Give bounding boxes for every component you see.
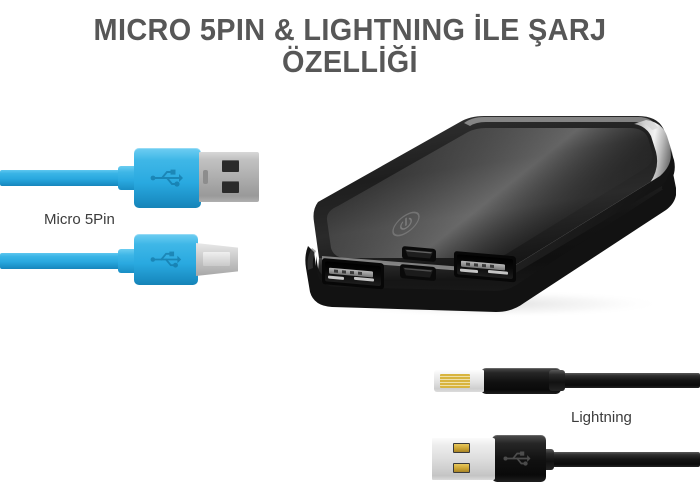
usb-a-contact-top xyxy=(222,160,239,172)
device-front-panel xyxy=(305,168,676,312)
device-chrome-edge xyxy=(634,120,673,183)
lightning-housing xyxy=(481,368,561,394)
usb-a-gold-contact-top xyxy=(453,443,470,453)
usb-trident-icon xyxy=(150,169,183,187)
black-cable-upper xyxy=(553,373,700,388)
lightning-gold-pins xyxy=(440,374,470,388)
device-gloss xyxy=(326,128,653,258)
lightning-label: Lightning xyxy=(571,409,632,426)
usb-a-plug-notch xyxy=(203,170,208,184)
power-button xyxy=(392,211,420,237)
title-line-2: ÖZELLİĞİ xyxy=(282,44,418,80)
device-bezel-highlight xyxy=(322,256,490,273)
usb-port-right xyxy=(454,251,516,283)
black-cable-lower xyxy=(545,452,700,467)
device-right-face xyxy=(498,148,675,288)
title-line-1: MICRO 5PIN & LIGHTNING İLE ŞARJ xyxy=(93,12,607,47)
device-top-rim-highlight xyxy=(464,117,658,130)
micro-5pin-label: Micro 5Pin xyxy=(44,211,115,228)
usb-a-contact-bottom xyxy=(222,181,239,193)
micro-usb-tip-inner xyxy=(203,252,230,266)
device-left-corner-highlight xyxy=(307,248,316,270)
micro-usb-port-bottom xyxy=(400,264,436,281)
blue-cable-lower xyxy=(0,253,132,269)
page-title: MICRO 5PIN & LIGHTNING İLE ŞARJ ÖZELLİĞİ xyxy=(0,12,700,80)
usb-a-gold-contact-bottom xyxy=(453,463,470,473)
lightning-strain-relief xyxy=(549,370,565,391)
power-bank-device xyxy=(246,106,676,321)
power-bank-illustration xyxy=(305,116,676,318)
usb-trident-icon xyxy=(150,251,182,268)
usb-port-left xyxy=(322,258,384,290)
blue-cable-upper xyxy=(0,170,132,186)
usb-trident-icon xyxy=(503,451,531,466)
micro-usb-port-top xyxy=(402,246,436,262)
